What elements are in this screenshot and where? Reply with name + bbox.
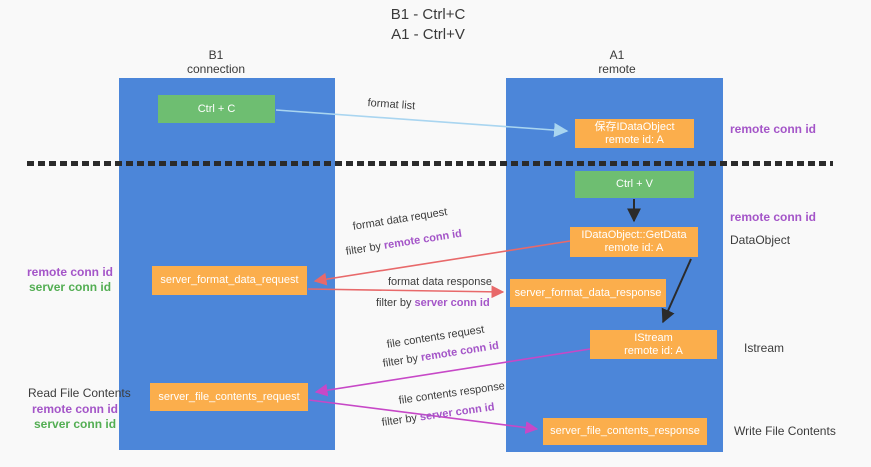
label-format-data-response: format data response	[388, 276, 492, 288]
title-line-2: A1 - Ctrl+V	[391, 26, 465, 43]
right-column-name: A1	[609, 48, 625, 62]
side-label-read-file-contents: Read File Contents	[28, 386, 131, 400]
label-filter-by-text: filter by	[381, 411, 421, 429]
node-istream: IStream remote id: A	[590, 330, 717, 359]
label-format-list: format list	[367, 97, 416, 113]
label-server-conn-id-text: server conn id	[414, 297, 490, 309]
right-column-role: remote	[598, 62, 636, 76]
node-istream-line1: IStream	[634, 331, 673, 344]
node-server-file-contents-response: server_file_contents_response	[543, 418, 707, 445]
node-save-idataobject-line1: 保存IDataObject	[594, 120, 675, 133]
left-column-role: connection	[186, 62, 246, 76]
session-divider-dashed-line	[27, 161, 833, 166]
side-label-remote-conn-id-mid-right: remote conn id	[730, 210, 817, 224]
node-file-response-label: server_file_contents_response	[550, 425, 700, 437]
side-label-server-conn-id-left-top: server conn id	[29, 280, 112, 294]
diagram-title: B1 - Ctrl+C A1 - Ctrl+V	[128, 5, 728, 45]
side-label-remote-conn-id-left-top: remote conn id	[27, 265, 114, 279]
label-remote-conn-id-text: remote conn id	[383, 227, 463, 252]
side-label-dataobject: DataObject	[730, 233, 791, 247]
node-idataobject-getdata: IDataObject::GetData remote id: A	[570, 227, 698, 257]
label-filter-by-text: filter by	[376, 297, 415, 309]
node-ctrl-c: Ctrl + C	[158, 95, 275, 123]
label-filter-by-server-conn-id-1: filter by server conn id	[376, 297, 490, 309]
node-save-idataobject-line2: remote id: A	[605, 133, 664, 146]
left-column-name: B1	[208, 48, 224, 62]
node-format-response-label: server_format_data_response	[514, 286, 662, 299]
node-ctrl-v-label: Ctrl + V	[616, 178, 653, 190]
left-column-header: B1 connection	[116, 48, 316, 76]
title-line-1: B1 - Ctrl+C	[390, 6, 466, 23]
label-filter-by-text: filter by	[345, 239, 385, 258]
node-ctrl-c-label: Ctrl + C	[197, 102, 236, 115]
label-filter-by-server-conn-id-2: filter by server conn id	[381, 401, 495, 429]
side-label-write-file-contents: Write File Contents	[734, 424, 836, 438]
arrow-format-data-response	[307, 285, 505, 299]
node-server-format-data-request: server_format_data_request	[152, 266, 307, 295]
label-server-conn-id-text: server conn id	[419, 401, 496, 424]
node-server-format-data-response: server_format_data_response	[510, 279, 666, 307]
node-file-request-label: server_file_contents_request	[158, 390, 300, 403]
right-column-header: A1 remote	[517, 48, 717, 76]
side-label-server-conn-id-left-bottom: server conn id	[34, 417, 117, 431]
node-server-file-contents-request: server_file_contents_request	[150, 383, 308, 411]
side-label-remote-conn-id-top-right: remote conn id	[730, 122, 817, 136]
side-label-remote-conn-id-left-bottom: remote conn id	[32, 402, 119, 416]
node-format-request-label: server_format_data_request	[160, 274, 299, 286]
node-getdata-line2: remote id: A	[604, 242, 664, 254]
node-istream-line2: remote id: A	[624, 344, 683, 357]
side-label-istream: Istream	[744, 341, 785, 355]
node-save-idataobject: 保存IDataObject remote id: A	[575, 119, 694, 148]
node-getdata-line1: IDataObject::GetData	[581, 229, 687, 241]
node-ctrl-v: Ctrl + V	[575, 171, 694, 198]
label-filter-by-remote-conn-id-1: filter by remote conn id	[345, 228, 463, 258]
label-format-data-request: format data request	[352, 206, 449, 233]
label-filter-by-text: filter by	[382, 351, 422, 370]
